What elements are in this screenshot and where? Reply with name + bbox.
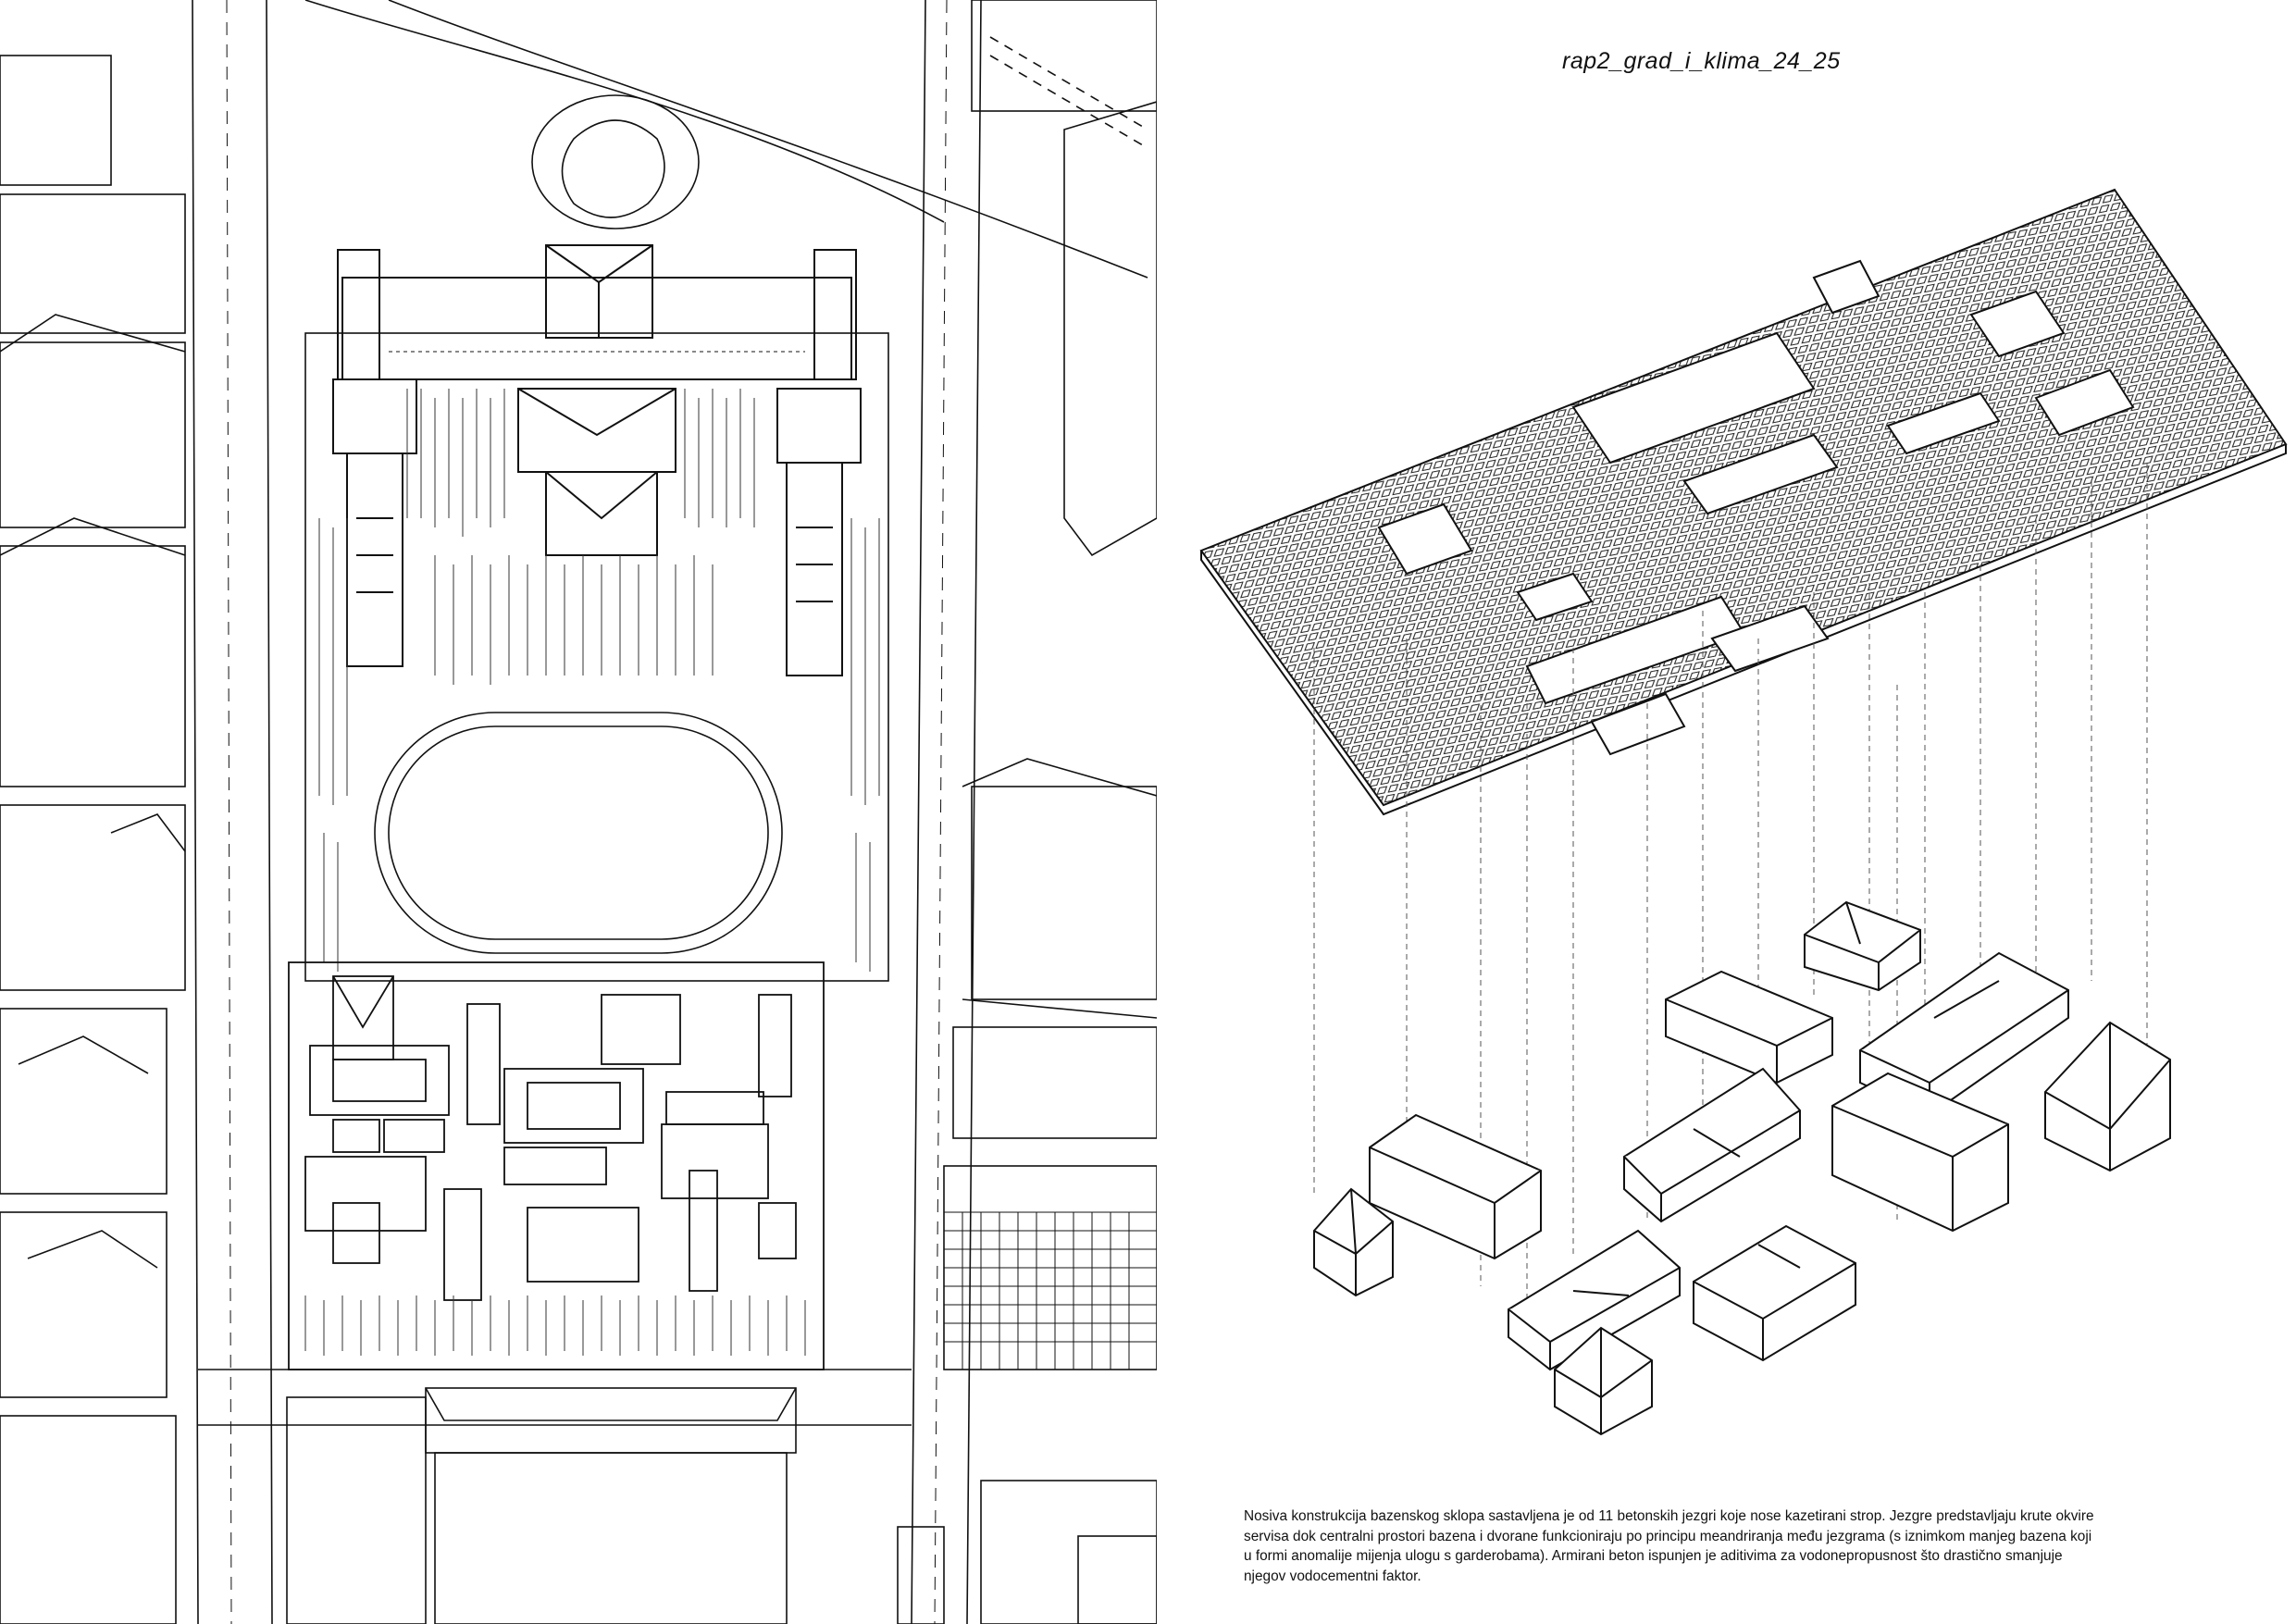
south-buildings [286,1387,1157,1624]
core-7 [1369,1113,1542,1260]
caption-line: Nosiva konstrukcija bazenskog sklopa sas… [1244,1508,2094,1524]
tree-hatching [318,389,880,972]
caption-line: servisa dok centralni prostori bazena i … [1244,1528,2092,1544]
tree-hatching-south [304,1295,806,1356]
left-city-blocks [0,55,186,1624]
core-9 [1508,1229,1681,1371]
core-2 [1665,970,1833,1085]
description-caption: Nosiva konstrukcija bazenskog sklopa sas… [1244,1506,2215,1586]
coffered-roof-slab [1199,188,2288,816]
concrete-cores [1313,900,2171,1436]
slab-openings [1377,259,2135,756]
core-5 [1623,1067,1801,1223]
core-4 [2044,1021,2171,1172]
core-11 [1554,1326,1653,1436]
core-10 [1693,1224,1856,1362]
axonometric-diagram [1199,188,2288,1436]
park-zone [304,332,889,982]
core-8 [1313,1187,1394,1297]
caption-line: u formi anomalije mijenja ulogu s garder… [1244,1548,2063,1564]
right-city-blocks [943,0,1157,1624]
caption-line: njegov vodocementni faktor. [1244,1568,1421,1584]
pool-complex [288,961,825,1370]
plan-linework [0,0,1157,1624]
projection-lines [1313,463,2148,1314]
palace-building [332,244,862,676]
site-plan-drawing [0,0,1157,1624]
core-6 [1831,1072,2009,1233]
streets [192,0,1148,1624]
core-1 [1804,900,1921,992]
page-title: rap2_grad_i_klima_24_25 [1562,48,1841,74]
grid-building [943,1211,1157,1370]
